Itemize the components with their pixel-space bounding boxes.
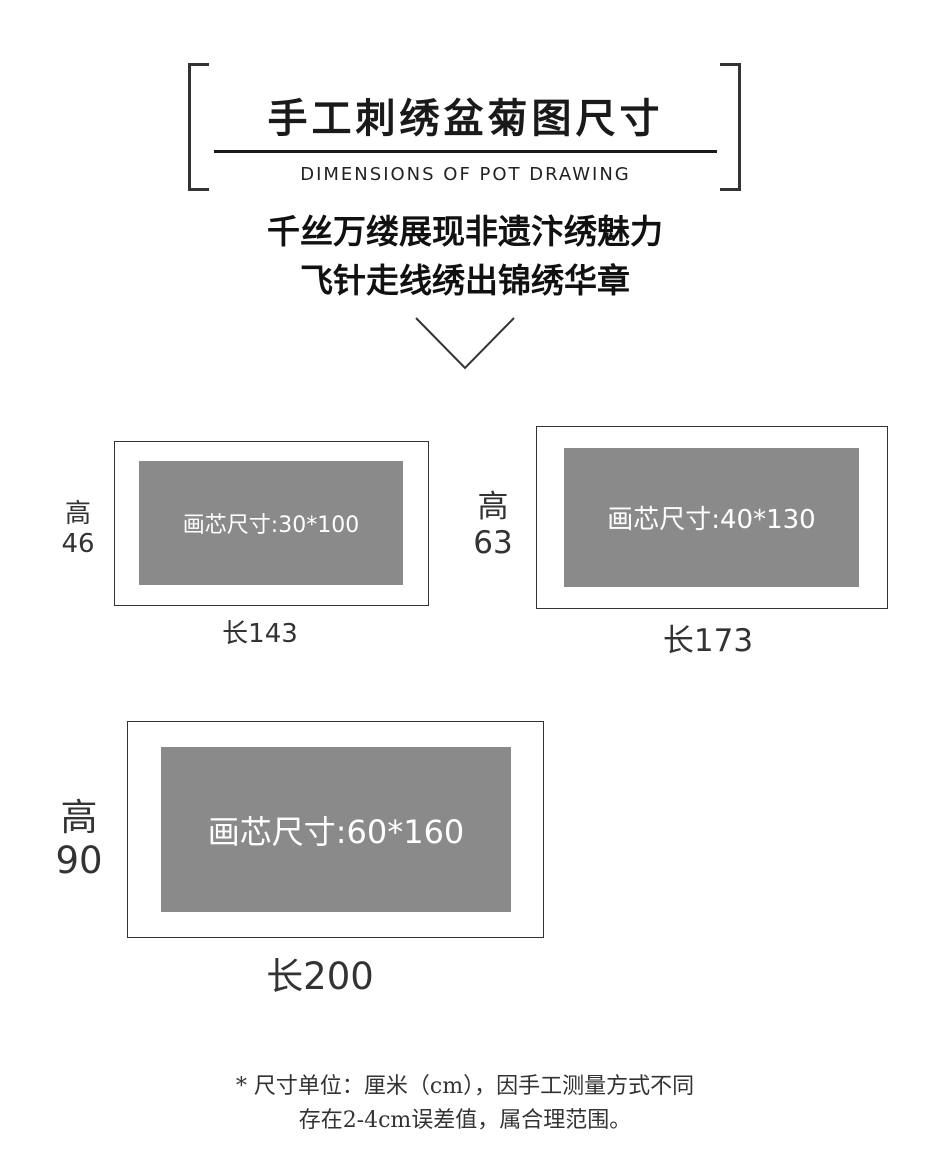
height-label: 高 <box>60 796 98 839</box>
subtitle: DIMENSIONS OF POT DRAWING <box>300 164 631 185</box>
core-size-large: 画芯尺寸:60*160 <box>161 747 511 912</box>
height-label: 高 <box>64 499 91 529</box>
note-line-1: * 尺寸单位：厘米（cm），因手工测量方式不同 <box>235 1074 695 1099</box>
height-label: 高 <box>477 489 509 525</box>
frame-small <box>114 441 429 606</box>
slogan-line-1: 千丝万缕展现非遗汴绣魅力 <box>267 212 663 251</box>
core-size-small: 画芯尺寸:30*100 <box>139 461 403 585</box>
note-line-2: 存在2-4cm误差值，属合理范围。 <box>298 1108 632 1133</box>
measurement-note: * 尺寸单位：厘米（cm），因手工测量方式不同 存在2-4cm误差值，属合理范围… <box>0 1070 930 1138</box>
left-bracket <box>188 63 209 191</box>
height-medium: 高 63 <box>463 489 523 561</box>
length-large: 长200 <box>266 955 374 998</box>
title-divider <box>214 150 717 153</box>
length-small: 长143 <box>222 619 298 649</box>
core-size-medium: 画芯尺寸:40*130 <box>564 448 859 587</box>
height-value: 46 <box>61 528 95 559</box>
height-small: 高 46 <box>50 499 106 560</box>
height-large: 高 90 <box>43 796 115 882</box>
right-bracket <box>720 63 741 191</box>
length-medium: 长173 <box>662 623 754 659</box>
chevron-down-icon <box>415 317 515 370</box>
page-title: 手工刺绣盆菊图尺寸 <box>267 95 664 142</box>
height-value: 90 <box>55 838 103 882</box>
slogan-line-2: 飞针走线绣出锦绣华章 <box>300 261 630 300</box>
frame-large <box>127 721 544 938</box>
height-value: 63 <box>473 524 513 561</box>
frame-medium <box>536 426 888 609</box>
